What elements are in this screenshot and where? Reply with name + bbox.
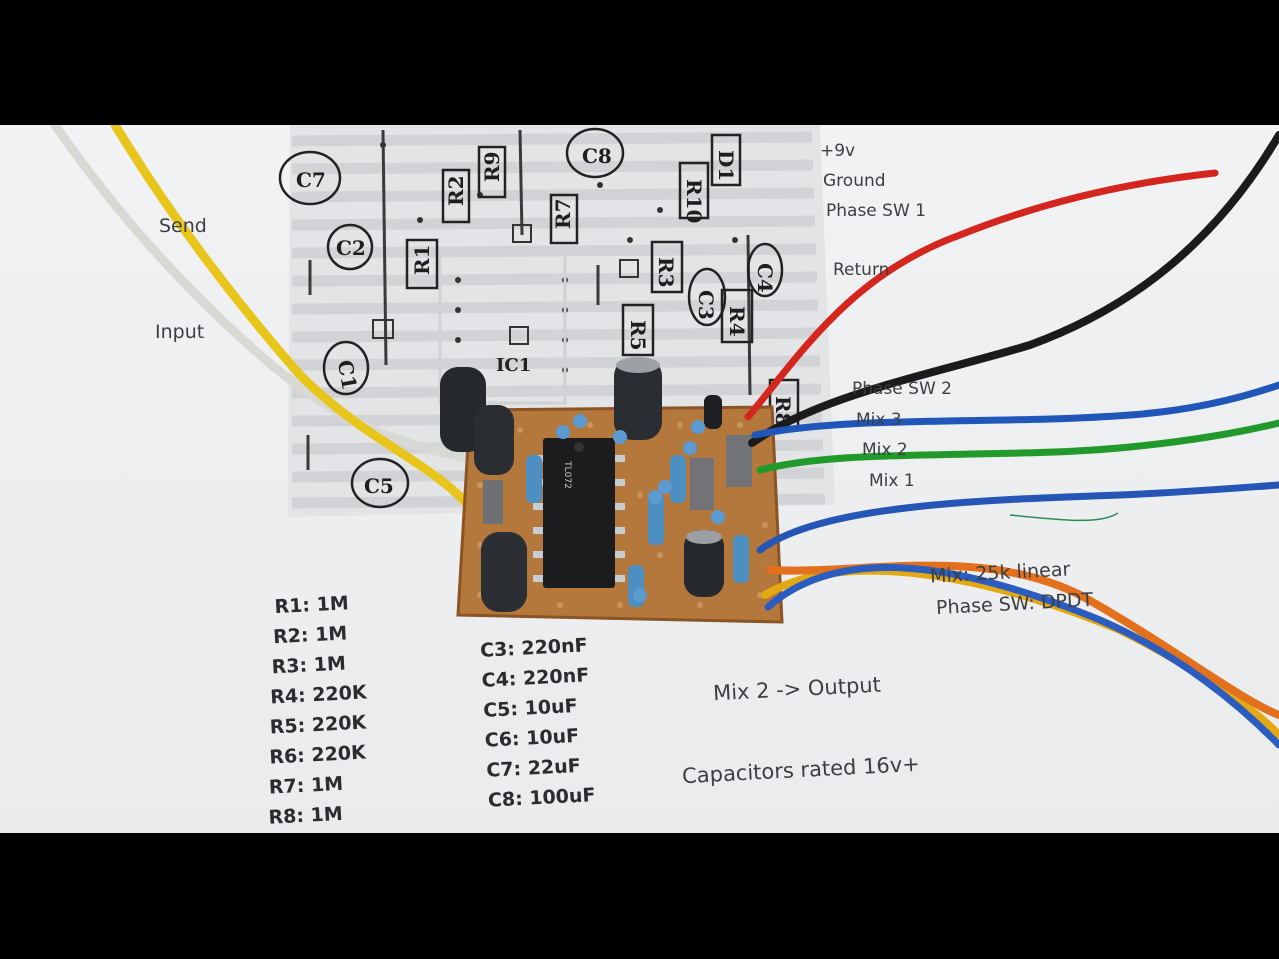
label-mix2: Mix 2 bbox=[862, 440, 908, 460]
label-input: Input bbox=[155, 321, 205, 343]
resistor-r8: R8: 1M bbox=[267, 802, 344, 829]
svg-text:R5: R5 bbox=[626, 320, 650, 351]
label-send: Send bbox=[159, 215, 207, 237]
resistor-r3: R3: 1M bbox=[271, 652, 347, 679]
chip-marking: TL072 bbox=[561, 461, 572, 489]
svg-text:C7: C7 bbox=[296, 168, 326, 192]
svg-text:C5: C5 bbox=[364, 474, 394, 498]
letterbox-bottom bbox=[0, 833, 1279, 959]
svg-text:D1: D1 bbox=[714, 150, 738, 181]
svg-text:R3: R3 bbox=[654, 257, 678, 288]
label-mix1: Mix 1 bbox=[869, 471, 915, 491]
svg-text:R4: R4 bbox=[725, 306, 749, 337]
label-return: Return bbox=[833, 260, 890, 280]
label-phase-sw1: Phase SW 1 bbox=[826, 201, 926, 221]
svg-text:C1: C1 bbox=[333, 358, 362, 392]
svg-text:C2: C2 bbox=[336, 236, 366, 260]
label-mix3: Mix 3 bbox=[856, 410, 902, 430]
svg-text:C4: C4 bbox=[753, 263, 777, 293]
svg-text:R7: R7 bbox=[551, 198, 575, 229]
capacitor-list: C3: 220nF C4: 220nF C5: 10uF C6: 10uF C7… bbox=[479, 630, 596, 815]
svg-text:R10: R10 bbox=[682, 179, 706, 223]
svg-text:R9: R9 bbox=[480, 151, 504, 182]
svg-text:R1: R1 bbox=[410, 244, 434, 275]
svg-text:C8: C8 bbox=[582, 144, 612, 168]
capacitor-c8: C8: 100uF bbox=[487, 784, 596, 812]
label-phase-sw2: Phase SW 2 bbox=[852, 379, 952, 399]
resistor-r1: R1: 1M bbox=[273, 592, 350, 619]
left-wires bbox=[50, 125, 483, 522]
resistor-r2: R2: 1M bbox=[272, 622, 348, 649]
svg-text:C3: C3 bbox=[694, 290, 718, 320]
label-ic1: IC1 bbox=[496, 355, 532, 376]
resistor-r6: R6: 220K bbox=[268, 741, 367, 769]
label-plus9v: +9v bbox=[820, 141, 856, 161]
label-ground: Ground bbox=[823, 171, 886, 191]
letterbox-top bbox=[0, 0, 1279, 125]
resistor-list: R1: 1M R2: 1M R3: 1M R4: 220K R5: 220K R… bbox=[262, 588, 374, 833]
perfboard bbox=[440, 357, 784, 624]
right-wires bbox=[744, 131, 1279, 749]
svg-text:R2: R2 bbox=[444, 175, 468, 206]
